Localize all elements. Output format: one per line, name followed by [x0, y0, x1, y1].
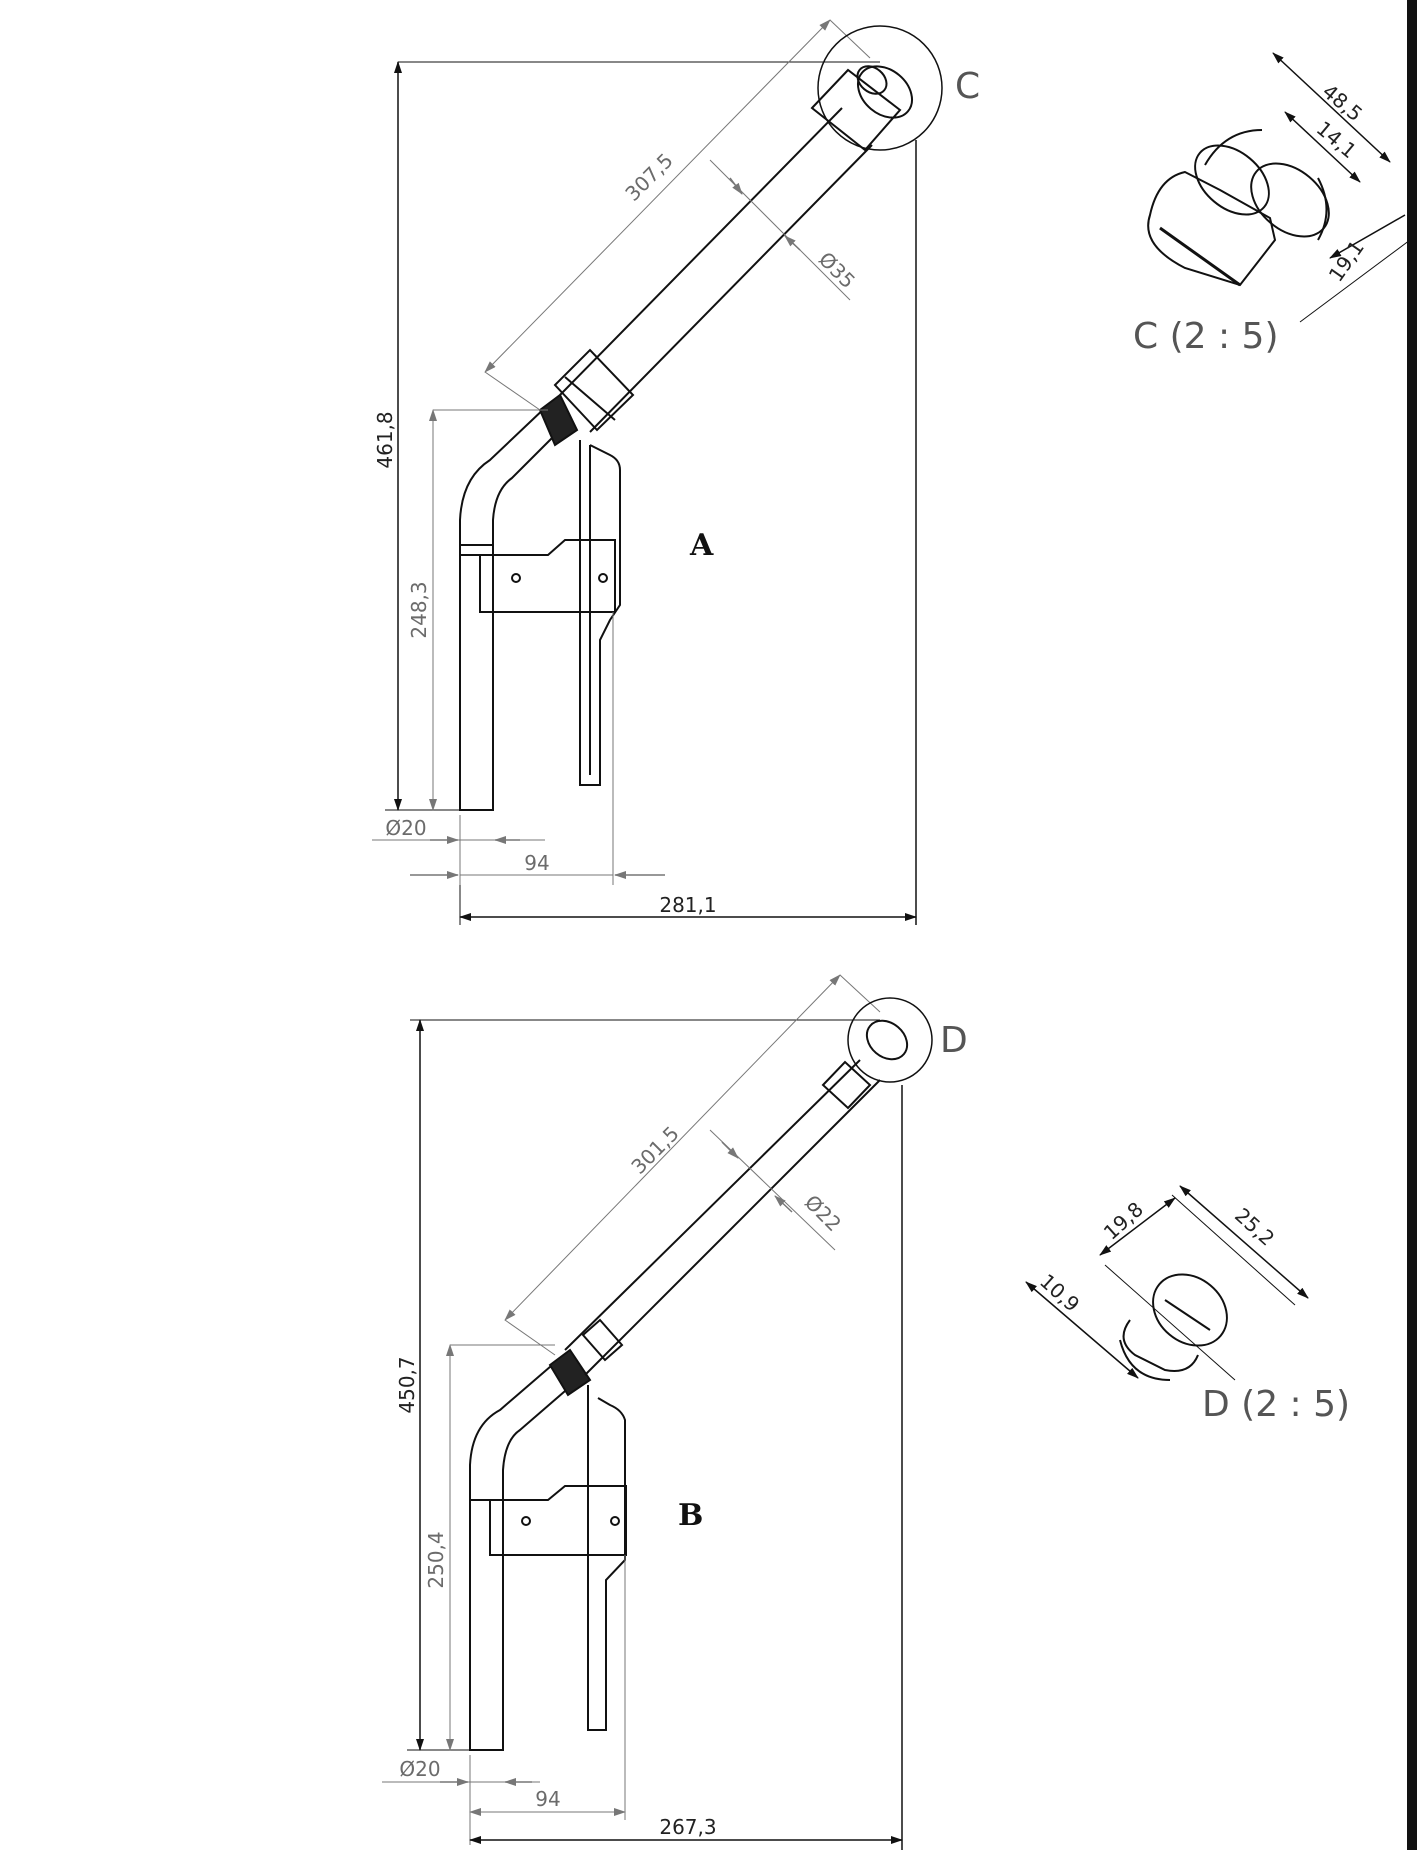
detail-c-title: C (2 : 5)	[1133, 316, 1279, 357]
sheet-border-edge	[1407, 0, 1417, 1850]
detail-c: 48,5 14,1 19,1 C (2 : 5)	[1133, 52, 1410, 357]
a-lower-height-dim: 248,3	[407, 581, 431, 638]
a-detail-callout: C	[955, 66, 980, 107]
b-width-dim: 267,3	[659, 1815, 716, 1839]
a-tube-dia-dim: Ø35	[814, 247, 860, 293]
a-arm-length-dim: 307,5	[620, 148, 677, 205]
a-leg-dia-dim: Ø20	[385, 816, 426, 840]
b-arm-length-dim: 301,5	[626, 1121, 683, 1178]
b-height-dim: 450,7	[395, 1356, 419, 1413]
a-width-dim: 281,1	[659, 893, 716, 917]
b-leg-dia-dim: Ø20	[399, 1757, 440, 1781]
view-a-label: A	[689, 528, 714, 563]
detail-d-title: D (2 : 5)	[1202, 1384, 1350, 1425]
view-b-part-outline	[469, 1019, 909, 1751]
view-b-label: B	[678, 1498, 703, 1533]
a-height-dim: 461,8	[373, 411, 397, 468]
detail-c-dim-3: 19,1	[1324, 236, 1369, 286]
b-offset-dim: 94	[535, 1787, 560, 1811]
detail-d-dim-3: 10,9	[1035, 1269, 1084, 1317]
b-lower-height-dim: 250,4	[424, 1531, 448, 1588]
detail-d-dim-2: 25,2	[1230, 1203, 1279, 1251]
b-tube-dia-dim: Ø22	[800, 1190, 846, 1236]
a-offset-dim: 94	[524, 851, 549, 875]
b-detail-callout: D	[940, 1020, 968, 1061]
detail-d: 19,8 25,2 10,9 D (2 : 5)	[1025, 1185, 1350, 1425]
view-a-part-outline	[459, 65, 913, 811]
view-a: 461,8 248,3 307,5 Ø35 Ø20 94 281,1 C	[372, 19, 980, 925]
view-b: 450,7 250,4 301,5 Ø22 Ø20 94 267,3 D B	[382, 974, 968, 1850]
